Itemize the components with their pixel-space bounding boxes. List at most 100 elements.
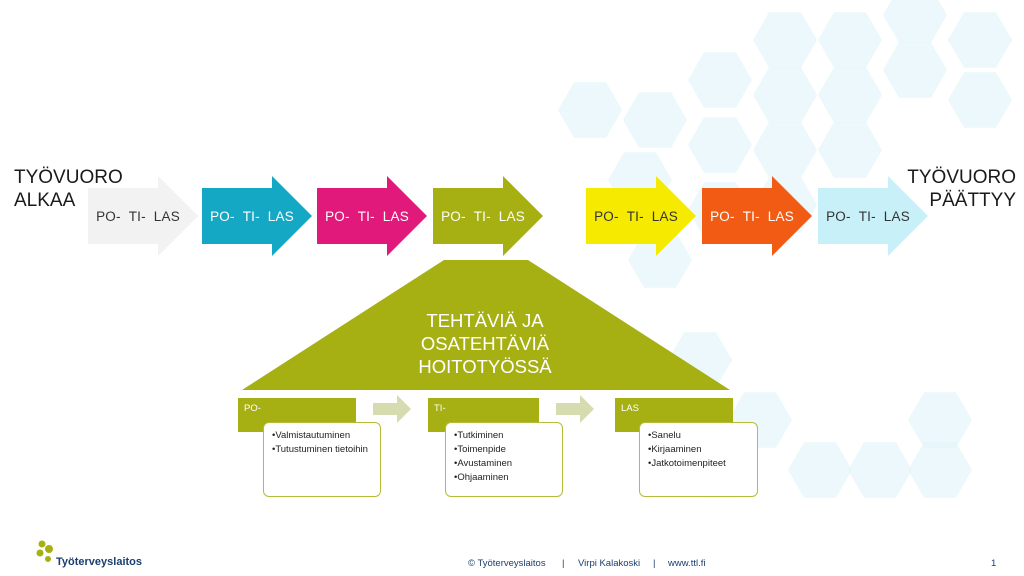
- hexagon-shape: [788, 442, 852, 498]
- triangle-shape: [242, 260, 730, 390]
- footer-author: Virpi Kalakoski: [578, 558, 641, 569]
- arrow-shape: [433, 176, 543, 256]
- process-arrow-1: PO- TI- LAS: [88, 176, 198, 256]
- hexagon-shape: [818, 67, 882, 123]
- hexagon-shape: [908, 392, 972, 448]
- phase-connector-2: [556, 395, 594, 423]
- process-arrow-2: PO- TI- LAS: [202, 176, 312, 256]
- triangle-title-line-2: OSATEHTÄVIÄ: [420, 333, 550, 354]
- arrow-labels: PO- TI- LAS: [818, 176, 918, 256]
- footer-copyright: © Työterveyslaitos: [468, 558, 546, 569]
- list-item: •Jatkotoimenpiteet: [648, 458, 726, 469]
- arrow-label: PO-: [826, 208, 851, 224]
- list-item: •Avustaminen: [454, 458, 513, 469]
- process-arrow-6: PO- TI- LAS: [702, 176, 812, 256]
- arrow-label: TI-: [357, 208, 375, 224]
- process-arrow-4: PO- TI- LAS: [433, 176, 543, 256]
- arrow-shape: [702, 176, 812, 256]
- process-arrow-7: PO- TI- LAS: [818, 176, 928, 256]
- arrow-labels: PO- TI- LAS: [702, 176, 802, 256]
- phase-box-ti: •Tutkiminen •Toimenpide •Avustaminen •Oh…: [445, 422, 563, 497]
- hexagon-shape: [948, 12, 1012, 68]
- hexagon-shape: [753, 12, 817, 68]
- arrow-label: TI-: [742, 208, 760, 224]
- hexagon-shape: [818, 122, 882, 178]
- hexagon-shape: [753, 122, 817, 178]
- phase-list-ti: •Tutkiminen •Toimenpide •Avustaminen •Oh…: [454, 429, 554, 485]
- process-arrow-3: PO- TI- LAS: [317, 176, 427, 256]
- arrow-shape: [202, 176, 312, 256]
- arrow-label: TI-: [128, 208, 146, 224]
- arrow-label: PO-: [210, 208, 235, 224]
- list-item: •Ohjaaminen: [454, 472, 509, 483]
- page-number: 1: [991, 558, 997, 569]
- list-item: •Tutustuminen tietoihin: [272, 444, 368, 455]
- phase-list-las: •Sanelu •Kirjaaminen •Jatkotoimenpiteet: [648, 429, 749, 471]
- arrow-label: LAS: [267, 208, 294, 224]
- list-item: •Valmistautuminen: [272, 430, 351, 441]
- arrow-label: LAS: [382, 208, 409, 224]
- arrow-label: TI-: [473, 208, 491, 224]
- shift-start-label: TYÖVUORO ALKAA: [14, 166, 123, 212]
- arrow-label: LAS: [498, 208, 525, 224]
- arrow-label: TI-: [858, 208, 876, 224]
- shift-end-line-2: PÄÄTTYY: [929, 190, 1016, 211]
- triangle-title: TEHTÄVIÄ JA OSATEHTÄVIÄ HOITOTYÖSSÄ: [395, 309, 575, 378]
- arrow-label: TI-: [242, 208, 260, 224]
- arrow-label: PO-: [96, 208, 121, 224]
- footer-separator-2: |: [653, 558, 656, 569]
- triangle-title-line-1: TEHTÄVIÄ JA: [426, 310, 544, 331]
- phase-label-ti: TI-: [434, 403, 446, 414]
- arrow-shape: [88, 176, 198, 256]
- shift-end-label: TYÖVUORO PÄÄTTYY: [907, 166, 1016, 212]
- hexagon-shape: [558, 82, 622, 138]
- phase-label-las: LAS: [621, 403, 639, 414]
- arrow-labels: PO- TI- LAS: [586, 176, 686, 256]
- phase-label-po: PO-: [244, 403, 261, 414]
- phase-box-las: •Sanelu •Kirjaaminen •Jatkotoimenpiteet: [639, 422, 758, 497]
- hexagon-shape: [883, 0, 947, 43]
- triangle-title-line-3: HOITOTYÖSSÄ: [418, 356, 552, 377]
- arrow-label: PO-: [441, 208, 466, 224]
- hexagon-shape: [688, 52, 752, 108]
- arrow-shape: [317, 176, 427, 256]
- shift-start-line-2: ALKAA: [14, 190, 76, 211]
- list-item: •Tutkiminen: [454, 430, 504, 441]
- phase-box-po: •Valmistautuminen •Tutustuminen tietoihi…: [263, 422, 381, 497]
- hexagon-shape: [848, 442, 912, 498]
- arrow-label: LAS: [651, 208, 678, 224]
- task-triangle: [242, 260, 730, 390]
- list-item: •Kirjaaminen: [648, 444, 702, 455]
- arrow-label: PO-: [594, 208, 619, 224]
- arrow-labels: PO- TI- LAS: [202, 176, 302, 256]
- list-item: •Sanelu: [648, 430, 681, 441]
- arrow-label: TI-: [626, 208, 644, 224]
- ttl-logo-text: Työterveyslaitos: [56, 556, 143, 568]
- arrow-labels: PO- TI- LAS: [88, 176, 188, 256]
- shift-end-line-1: TYÖVUORO: [907, 167, 1016, 188]
- hexagon-shape: [628, 232, 692, 288]
- hexagon-shape: [948, 72, 1012, 128]
- phase-list-po: •Valmistautuminen •Tutustuminen tietoihi…: [272, 429, 372, 457]
- arrow-shape: [586, 176, 696, 256]
- hexagon-shape: [753, 67, 817, 123]
- hexagon-shape: [908, 442, 972, 498]
- hexagon-shape: [818, 12, 882, 68]
- arrow-shape: [818, 176, 928, 256]
- phase-connector-1: [373, 395, 411, 423]
- ttl-logo-icon: [36, 540, 53, 562]
- arrow-labels: PO- TI- LAS: [317, 176, 417, 256]
- arrow-label: PO-: [710, 208, 735, 224]
- arrow-label: LAS: [153, 208, 180, 224]
- arrow-label: PO-: [325, 208, 350, 224]
- arrow-label: LAS: [883, 208, 910, 224]
- hexagon-shape: [623, 92, 687, 148]
- hexagon-shape: [688, 117, 752, 173]
- process-arrow-5: PO- TI- LAS: [586, 176, 696, 256]
- footer-url[interactable]: www.ttl.fi: [668, 558, 706, 569]
- arrow-labels: PO- TI- LAS: [433, 176, 533, 256]
- shift-start-line-1: TYÖVUORO: [14, 167, 123, 188]
- list-item: •Toimenpide: [454, 444, 506, 455]
- arrow-label: LAS: [767, 208, 794, 224]
